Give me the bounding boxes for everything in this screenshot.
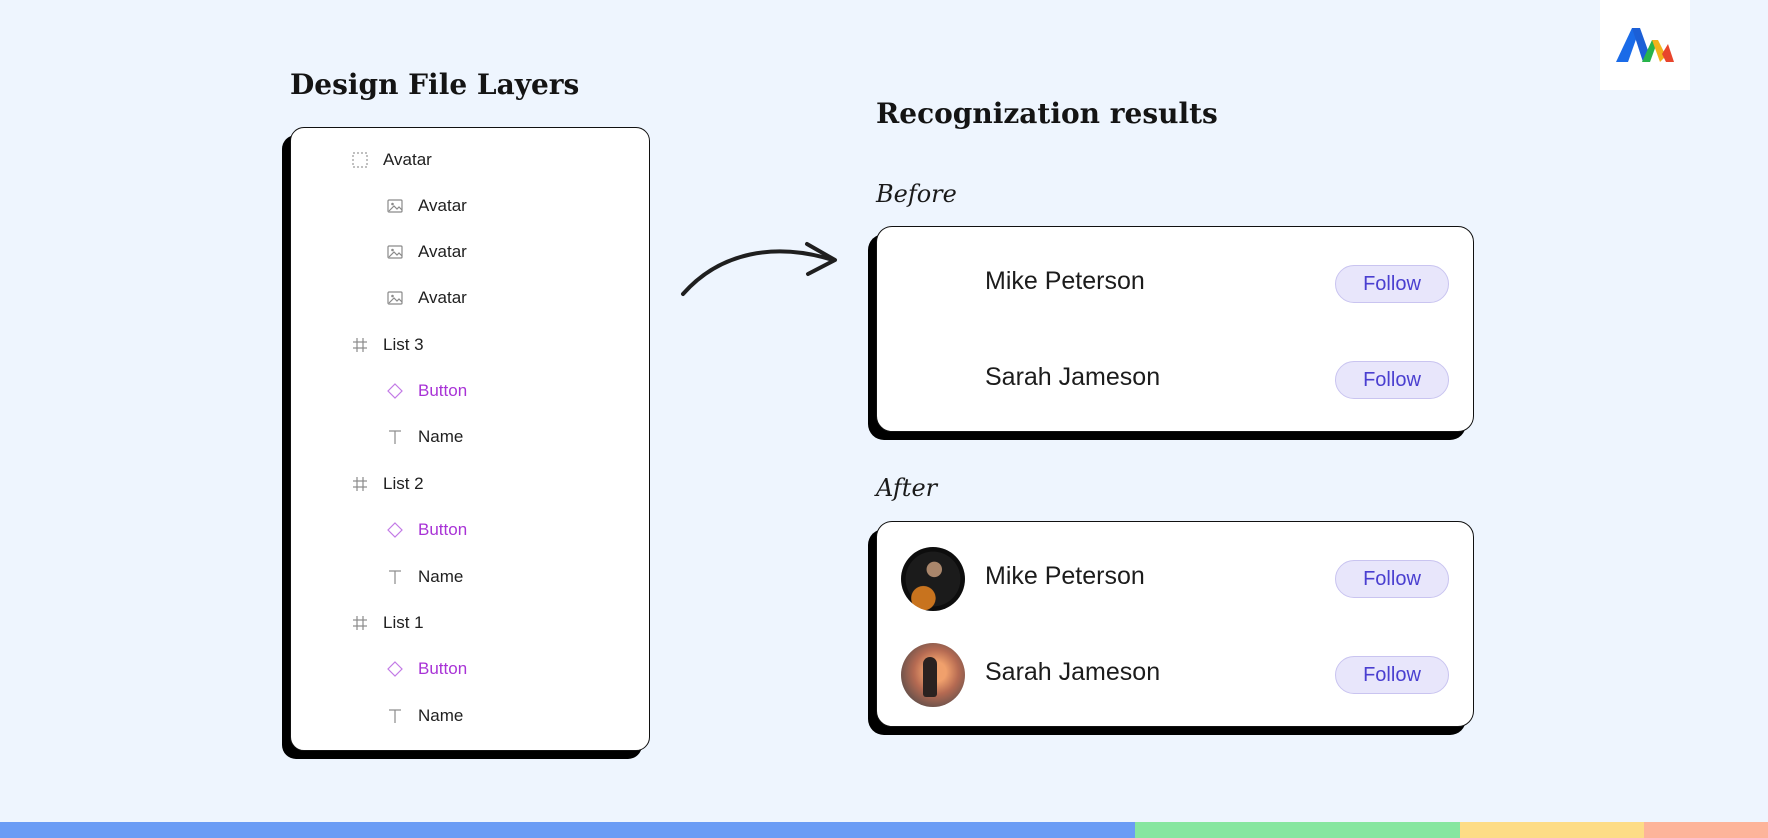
layer-label: Avatar <box>383 150 432 169</box>
layer-button[interactable]: Button <box>386 515 467 545</box>
list-item: Sarah Jameson Follow <box>877 345 1473 415</box>
before-label: Before <box>876 180 957 208</box>
layer-list-1[interactable]: List 1 <box>351 608 424 638</box>
layer-avatar-group[interactable]: Avatar <box>351 145 432 175</box>
image-icon <box>386 289 404 307</box>
layer-label: Name <box>418 567 464 586</box>
dashed-frame-icon <box>351 151 369 169</box>
avatar <box>901 547 965 611</box>
component-diamond-icon <box>386 660 404 678</box>
layer-label: Avatar <box>418 288 467 307</box>
layer-label: Button <box>418 520 468 539</box>
layer-label: Avatar <box>418 242 467 261</box>
after-card: Mike Peterson Follow Sarah Jameson Follo… <box>876 521 1474 727</box>
layer-name-text[interactable]: Name <box>386 422 463 452</box>
person-name: Mike Peterson <box>985 562 1145 590</box>
layer-name-text[interactable]: Name <box>386 701 463 731</box>
brand-logo <box>1600 0 1690 90</box>
layer-list-2[interactable]: List 2 <box>351 469 424 499</box>
person-name: Sarah Jameson <box>985 658 1161 686</box>
layer-list-3[interactable]: List 3 <box>351 330 424 360</box>
frame-hash-icon <box>351 614 369 632</box>
follow-button[interactable]: Follow <box>1335 560 1449 598</box>
layer-label: List 2 <box>383 474 424 493</box>
avatar <box>901 643 965 707</box>
before-card: Mike Peterson Follow Sarah Jameson Follo… <box>876 226 1474 432</box>
layer-label: Button <box>418 659 468 678</box>
layer-label: Name <box>418 427 464 446</box>
follow-button[interactable]: Follow <box>1335 265 1449 303</box>
results-title: Recognization results <box>876 97 1218 130</box>
layer-avatar-image[interactable]: Avatar <box>386 237 467 267</box>
frame-hash-icon <box>351 336 369 354</box>
footer-stripe-green <box>1135 822 1460 838</box>
layer-label: Button <box>418 381 468 400</box>
component-diamond-icon <box>386 521 404 539</box>
text-icon <box>386 707 404 725</box>
person-name: Sarah Jameson <box>985 363 1161 391</box>
list-item: Sarah Jameson Follow <box>877 640 1473 710</box>
layer-button[interactable]: Button <box>386 654 467 684</box>
layer-button[interactable]: Button <box>386 376 467 406</box>
frame-hash-icon <box>351 475 369 493</box>
layer-label: List 1 <box>383 613 424 632</box>
layers-panel: Avatar Avatar Avatar Avatar List 3 Butto… <box>290 127 650 751</box>
layer-label: List 3 <box>383 335 424 354</box>
follow-button[interactable]: Follow <box>1335 656 1449 694</box>
person-name: Mike Peterson <box>985 267 1145 295</box>
list-item: Mike Peterson Follow <box>877 544 1473 614</box>
logo-icon <box>1616 28 1674 62</box>
footer-stripe-blue <box>0 822 1135 838</box>
layer-label: Name <box>418 706 464 725</box>
layer-avatar-image[interactable]: Avatar <box>386 191 467 221</box>
curved-arrow-icon <box>681 242 837 296</box>
layer-avatar-image[interactable]: Avatar <box>386 283 467 313</box>
component-diamond-icon <box>386 382 404 400</box>
footer-stripe-orange <box>1644 822 1768 838</box>
text-icon <box>386 568 404 586</box>
after-label: After <box>876 474 938 502</box>
footer-stripe-yellow <box>1460 822 1644 838</box>
list-item: Mike Peterson Follow <box>877 249 1473 319</box>
layers-title: Design File Layers <box>290 68 580 101</box>
layer-label: Avatar <box>418 196 467 215</box>
text-icon <box>386 428 404 446</box>
image-icon <box>386 243 404 261</box>
follow-button[interactable]: Follow <box>1335 361 1449 399</box>
image-icon <box>386 197 404 215</box>
layer-name-text[interactable]: Name <box>386 562 463 592</box>
